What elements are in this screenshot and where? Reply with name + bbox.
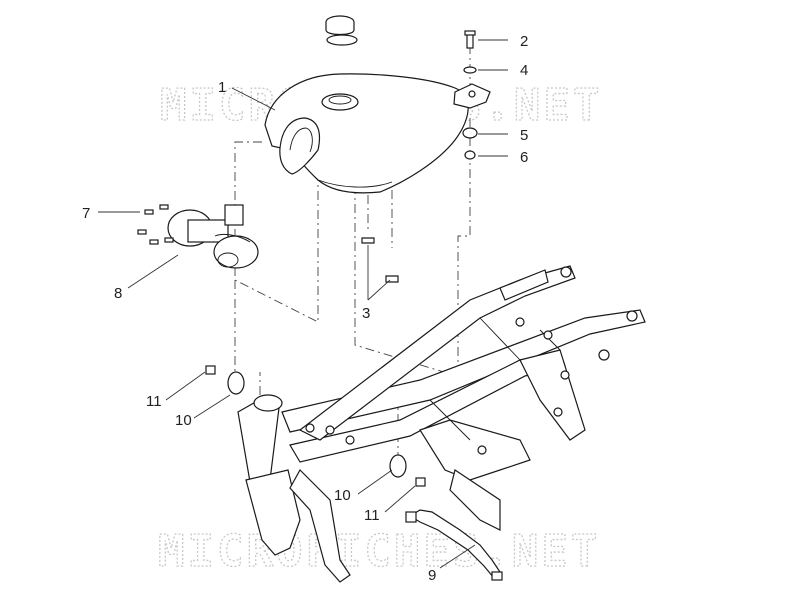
callout-labels: 1 2 4 5 6 7 8 3 11 10 10 11 9 — [82, 33, 528, 584]
fuel-pump — [167, 204, 259, 269]
callout-4: 4 — [520, 62, 528, 79]
callout-11-lower: 11 — [364, 507, 380, 524]
callout-8: 8 — [114, 285, 122, 302]
callout-1: 1 — [218, 79, 226, 96]
assembly-dash-lines — [234, 45, 471, 455]
callout-9: 9 — [428, 567, 436, 584]
fuel-tank — [264, 73, 469, 194]
tank-bracket — [453, 83, 491, 109]
callout-5: 5 — [520, 127, 528, 144]
frame — [237, 265, 646, 583]
leader-lines — [98, 39, 508, 569]
rubber-mounts — [205, 365, 426, 487]
watermark-bottom: MICROFICHES.NET — [158, 526, 600, 577]
fuel-cap — [325, 15, 358, 46]
callout-10-upper: 10 — [175, 412, 192, 429]
callout-11-upper: 11 — [146, 393, 162, 410]
callout-10-lower: 10 — [334, 487, 351, 504]
callout-3: 3 — [362, 305, 370, 322]
tank-hardware — [462, 30, 478, 160]
callout-2: 2 — [520, 33, 528, 50]
callout-6: 6 — [520, 149, 528, 166]
pump-screws — [137, 204, 174, 245]
callout-7: 7 — [82, 205, 90, 222]
tank-clips — [361, 237, 399, 283]
fuel-hose — [405, 509, 503, 581]
